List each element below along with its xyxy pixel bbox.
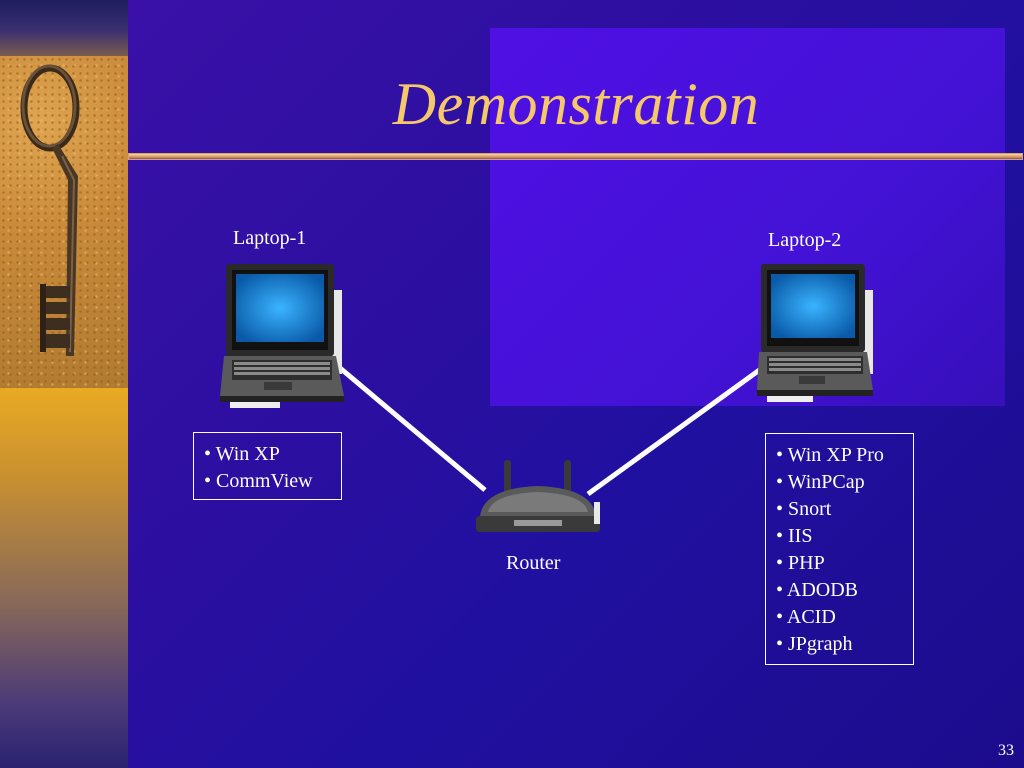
key-icon <box>20 64 80 356</box>
background-glow <box>490 28 1005 406</box>
link-router-laptop2 <box>586 363 767 497</box>
laptop2-software-item: • IIS <box>776 525 813 547</box>
laptop2-software-item: • Win XP Pro <box>776 444 884 466</box>
laptop2-software-item: • WinPCap <box>776 471 865 493</box>
laptop2-label: Laptop-2 <box>768 229 842 251</box>
laptop2-software-list: • Win XP Pro • WinPCap • Snort • IIS • P… <box>765 433 914 665</box>
router-icon <box>476 460 600 532</box>
laptop2-software-item: • ACID <box>776 606 836 628</box>
router-label: Router <box>506 552 561 574</box>
title-divider <box>128 153 1023 160</box>
laptop1-label: Laptop-1 <box>233 227 307 249</box>
page-number: 33 <box>998 742 1014 759</box>
laptop1-software-list: • Win XP • CommView <box>193 432 342 500</box>
slide-title: Demonstration <box>392 71 760 137</box>
laptop2-software-item: • Snort <box>776 498 832 520</box>
laptop2-software-item: • JPgraph <box>776 633 853 655</box>
laptop2-software-item: • ADODB <box>776 579 859 601</box>
laptop1-software-item: • CommView <box>204 470 313 492</box>
laptop2-software-item: • PHP <box>776 552 825 574</box>
link-laptop1-router <box>338 366 487 492</box>
laptop1-software-item: • Win XP <box>204 443 280 465</box>
laptop-icon <box>220 264 344 408</box>
laptop-icon <box>757 264 873 402</box>
key-photo <box>0 56 128 388</box>
